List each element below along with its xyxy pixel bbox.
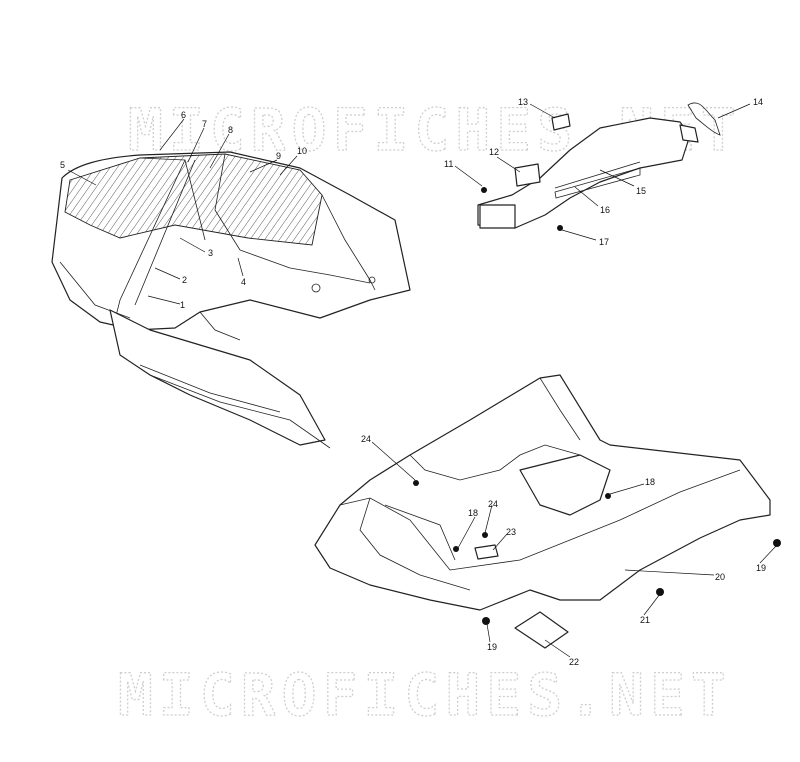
callout-labels: 1 2 3 4 5 6 7 8 9 10 11 12 13 14 15 16 1… xyxy=(60,97,766,667)
callout-19a: 19 xyxy=(487,642,497,652)
callout-22: 22 xyxy=(569,657,579,667)
callout-18a: 18 xyxy=(645,477,655,487)
callout-23: 23 xyxy=(506,527,516,537)
callout-5: 5 xyxy=(60,160,65,170)
callout-16: 16 xyxy=(600,205,610,215)
support-bracket xyxy=(477,102,721,231)
rivet-24b xyxy=(482,532,488,538)
callout-1: 1 xyxy=(180,300,185,310)
callout-13: 13 xyxy=(518,97,528,107)
nut-18b xyxy=(453,546,459,552)
rivet-24a xyxy=(413,480,419,486)
callout-24a: 24 xyxy=(361,434,371,444)
callout-15: 15 xyxy=(636,186,646,196)
callout-21: 21 xyxy=(640,615,650,625)
leader-lines xyxy=(67,103,778,658)
rivet-11 xyxy=(481,187,487,193)
grommet-19a xyxy=(482,617,490,625)
callout-20: 20 xyxy=(715,572,725,582)
grommet-19b xyxy=(773,539,781,547)
callout-2: 2 xyxy=(182,275,187,285)
callout-19b: 19 xyxy=(756,563,766,573)
callout-9: 9 xyxy=(276,151,281,161)
plate-22 xyxy=(514,611,569,649)
callout-14: 14 xyxy=(753,97,763,107)
grommet-21 xyxy=(656,588,664,596)
hood-assembly xyxy=(51,151,411,449)
nut-18a xyxy=(605,493,611,499)
callout-7: 7 xyxy=(202,119,207,129)
clip-13 xyxy=(551,113,571,131)
callout-4: 4 xyxy=(241,277,246,287)
callout-10: 10 xyxy=(297,146,307,156)
callout-24b: 24 xyxy=(488,499,498,509)
callout-12: 12 xyxy=(489,147,499,157)
watermark-bottom: MICROFICHES.NET xyxy=(118,661,732,729)
decal-12 xyxy=(514,163,541,187)
bracket-23 xyxy=(474,544,499,560)
callout-18b: 18 xyxy=(468,508,478,518)
wire-clip-14 xyxy=(687,102,721,136)
callout-17: 17 xyxy=(599,237,609,247)
nut-17 xyxy=(557,225,563,231)
callout-6: 6 xyxy=(181,110,186,120)
nose-pan-assembly xyxy=(314,374,781,649)
callout-11: 11 xyxy=(444,159,453,169)
callout-3: 3 xyxy=(208,248,213,258)
callout-8: 8 xyxy=(228,125,233,135)
